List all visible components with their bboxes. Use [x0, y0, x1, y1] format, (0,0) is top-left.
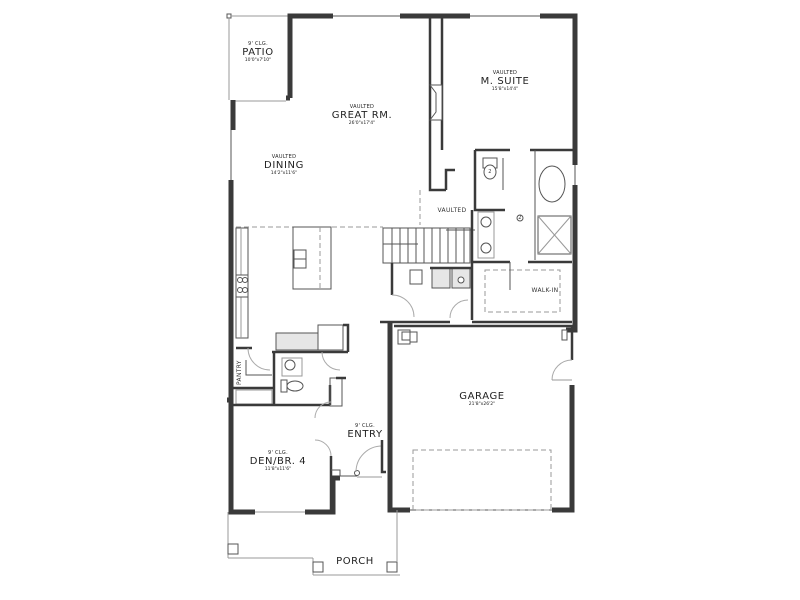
master-suite-dim: 15'8"x14'4": [491, 87, 519, 92]
exterior-walls: [227, 13, 578, 515]
pantry-label: PANTRY: [236, 360, 243, 385]
master-suite-name: M. SUITE: [480, 76, 530, 87]
room-label-porch: PORCH: [336, 557, 374, 567]
porch-name: PORCH: [336, 556, 374, 567]
laundry-area: [380, 263, 472, 324]
room-label-entry: 9' CLG. ENTRY: [347, 424, 382, 440]
room-label-dining: VAULTED DINING 14'2"x11'6": [264, 155, 304, 177]
room-label-patio: 9' CLG. PATIO 10'0"x7'10": [242, 42, 273, 64]
entry-area: [314, 401, 386, 512]
walk-in-label: WALK-IN: [531, 287, 559, 294]
room-label-den: 9' CLG. DEN/BR. 4 11'8"x11'6": [250, 451, 306, 473]
garage-name: GARAGE: [459, 391, 505, 402]
garage-dim: 21'8"x26'2": [468, 402, 496, 407]
powder-and-pantry: [231, 346, 348, 407]
vaulted-hall-label: VAULTED: [437, 207, 467, 214]
dining-dim: 14'2"x11'6": [270, 171, 298, 176]
den-dim: 11'8"x11'6": [264, 467, 292, 472]
den-name: DEN/BR. 4: [249, 456, 307, 467]
room-label-great-room: VAULTED GREAT RM. 26'0"x17'4": [332, 105, 393, 127]
den-ceiling: 9' CLG.: [267, 450, 288, 456]
interior-walls: [419, 16, 575, 324]
porch: [227, 510, 400, 576]
great-room-ceiling: VAULTED: [349, 104, 375, 110]
room-label-master-suite: VAULTED M. SUITE 15'8"x14'4": [481, 71, 530, 93]
toilet-marker: 2: [488, 169, 492, 175]
entry-name: ENTRY: [347, 429, 383, 440]
patio-ceiling: 9' CLG.: [247, 41, 268, 47]
master-suite-ceiling: VAULTED: [492, 70, 518, 76]
great-room-name: GREAT RM.: [331, 110, 393, 121]
dining-name: DINING: [264, 160, 304, 171]
kitchen: [235, 226, 350, 352]
patio-name: PATIO: [242, 47, 274, 58]
patio-area: [226, 13, 290, 100]
patio-dim: 10'0"x7'10": [244, 58, 272, 63]
stairs: [236, 226, 471, 264]
great-room-dim: 26'0"x17'4": [348, 121, 376, 126]
dining-ceiling: VAULTED: [271, 154, 297, 160]
room-label-garage: GARAGE 21'8"x26'2": [459, 392, 504, 408]
bath-marker: 2: [518, 215, 522, 221]
garage: [380, 322, 575, 513]
master-bath-fixtures: [477, 157, 572, 259]
entry-ceiling: 9' CLG.: [354, 423, 375, 429]
